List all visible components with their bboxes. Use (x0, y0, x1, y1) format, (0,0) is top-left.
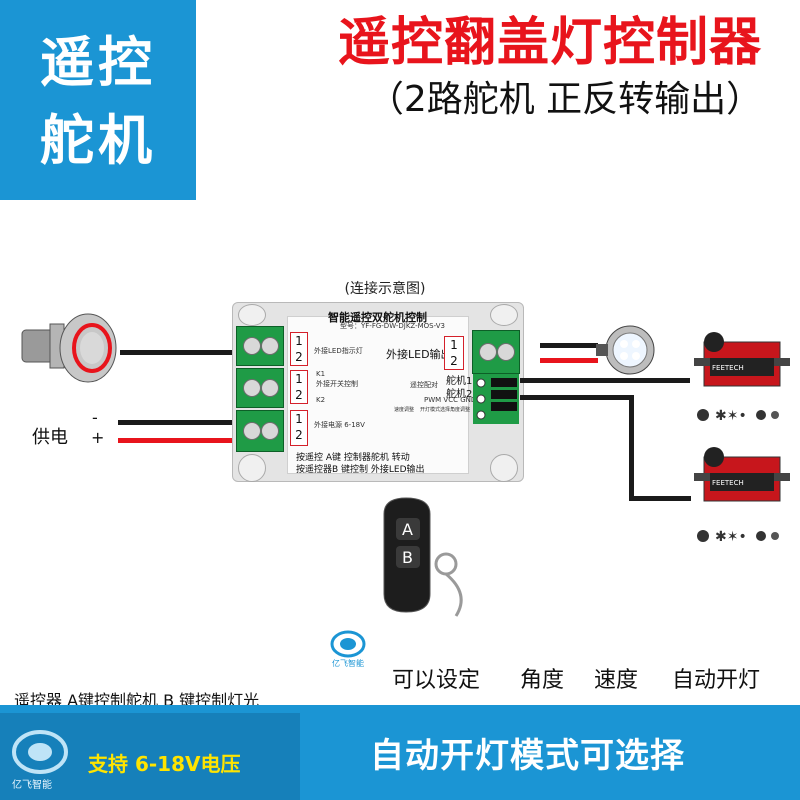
badge-line-2: 舵机 (40, 109, 156, 172)
label-led-indicator: 外接LED指示灯 (314, 347, 363, 355)
terminal-index-2: 2 (295, 428, 303, 442)
svg-text:✱✶•: ✱✶• (715, 408, 747, 424)
board-title: 智能遥控双舵机控制 (328, 311, 427, 324)
mount-hole (490, 454, 518, 482)
mount-hole (490, 304, 518, 326)
servo2-wire-vertical (629, 395, 634, 501)
led-wire-black (540, 343, 598, 348)
marker-k1: K1 (316, 370, 326, 378)
push-switch-icon (21, 313, 117, 383)
label-switch-control: 外接开关控制 (316, 380, 358, 388)
servo-header-pins-icon (473, 374, 519, 424)
terminal-block-led (236, 326, 284, 366)
feature-speed: 速度 (594, 668, 639, 693)
brand-logo-icon: 亿飞智能 (12, 730, 68, 791)
led-light-icon (596, 325, 655, 375)
label-servo1: 舵机1 (446, 376, 473, 387)
power-wire-positive (118, 438, 236, 443)
terminal-index-1: 1 (295, 334, 303, 348)
remote-control-icon: A B (383, 497, 463, 617)
label-speed-adjust: 速度调整 (394, 407, 415, 413)
label-led-output: 外接LED输出 (386, 348, 452, 361)
switch-wire (120, 350, 235, 355)
board-note-b: 按遥控器B 键控制 外接LED输出 (296, 465, 425, 475)
terminal-index-1: 1 (295, 372, 303, 386)
label-remote-pair: 遥控配对 (410, 381, 438, 389)
remote-key-a: A (402, 520, 413, 539)
badge-line-1: 遥控 (40, 31, 156, 94)
voltage-support: 支持 6-18V电压 (88, 752, 241, 776)
marker-k2: K2 (316, 396, 326, 404)
page-subtitle: （2路舵机 正反转输出） (367, 79, 763, 120)
terminal-index-1: 1 (295, 412, 303, 426)
svg-text:✱✶•: ✱✶• (715, 529, 747, 545)
page-title: 遥控翻盖灯控制器 (337, 13, 762, 73)
label-servo2: 舵机2 (446, 389, 473, 400)
servo-motor-icon: FEETECH (694, 447, 790, 502)
power-label: 供电 (32, 427, 68, 448)
servo2-wire (520, 395, 634, 400)
led-wire-red (540, 358, 598, 363)
servo-accessories-icon: ✱✶• (697, 529, 779, 545)
terminal-block-power (236, 410, 284, 452)
servo-accessories-icon: ✱✶• (697, 408, 779, 424)
plus-sign: + (91, 428, 105, 447)
servo-motor-icon: FEETECH (694, 332, 790, 387)
mount-hole (238, 454, 266, 482)
terminal-index-1: 1 (450, 338, 458, 352)
feature-angle: 角度 (520, 668, 565, 693)
diagram-caption: (连接示意图) (344, 281, 426, 297)
brand-logo-text: 亿飞智能 (332, 658, 364, 668)
brand-logo-text: 亿飞智能 (12, 778, 52, 791)
label-light-mode: 开灯模式选择 (420, 407, 451, 413)
product-badge: 遥控 舵机 (0, 0, 196, 200)
pcb-panel (287, 316, 469, 474)
remote-key-b: B (402, 548, 413, 567)
feature-auto-light: 自动开灯 (672, 668, 761, 693)
mount-hole (238, 304, 266, 326)
board-model: 型号：YF-FG-DW-DJKZ-MOS-V3 (340, 322, 445, 330)
servo1-wire (520, 378, 690, 383)
label-angle-adjust: 角度调整 (450, 407, 471, 413)
terminal-block-led-output (472, 330, 520, 374)
label-power-input: 外接电源 6-18V (314, 421, 365, 429)
servo2-wire-end (629, 496, 691, 501)
auto-light-mode: 自动开灯模式可选择 (370, 736, 685, 776)
brand-logo-icon: 亿飞智能 (330, 630, 366, 668)
terminal-index-2: 2 (295, 388, 303, 402)
board-note-a: 按遥控 A键 控制器舵机 转动 (296, 453, 410, 463)
terminal-index-2: 2 (295, 350, 303, 364)
power-wire-negative (118, 420, 236, 425)
servo-brand-text: FEETECH (712, 479, 744, 487)
label-pin-row: PWM VCC GND (424, 396, 477, 404)
feature-set: 可以设定 (392, 668, 481, 693)
terminal-block-switch (236, 368, 284, 408)
terminal-index-2: 2 (450, 354, 458, 368)
servo-brand-text: FEETECH (712, 364, 744, 372)
minus-sign: - (92, 408, 98, 427)
